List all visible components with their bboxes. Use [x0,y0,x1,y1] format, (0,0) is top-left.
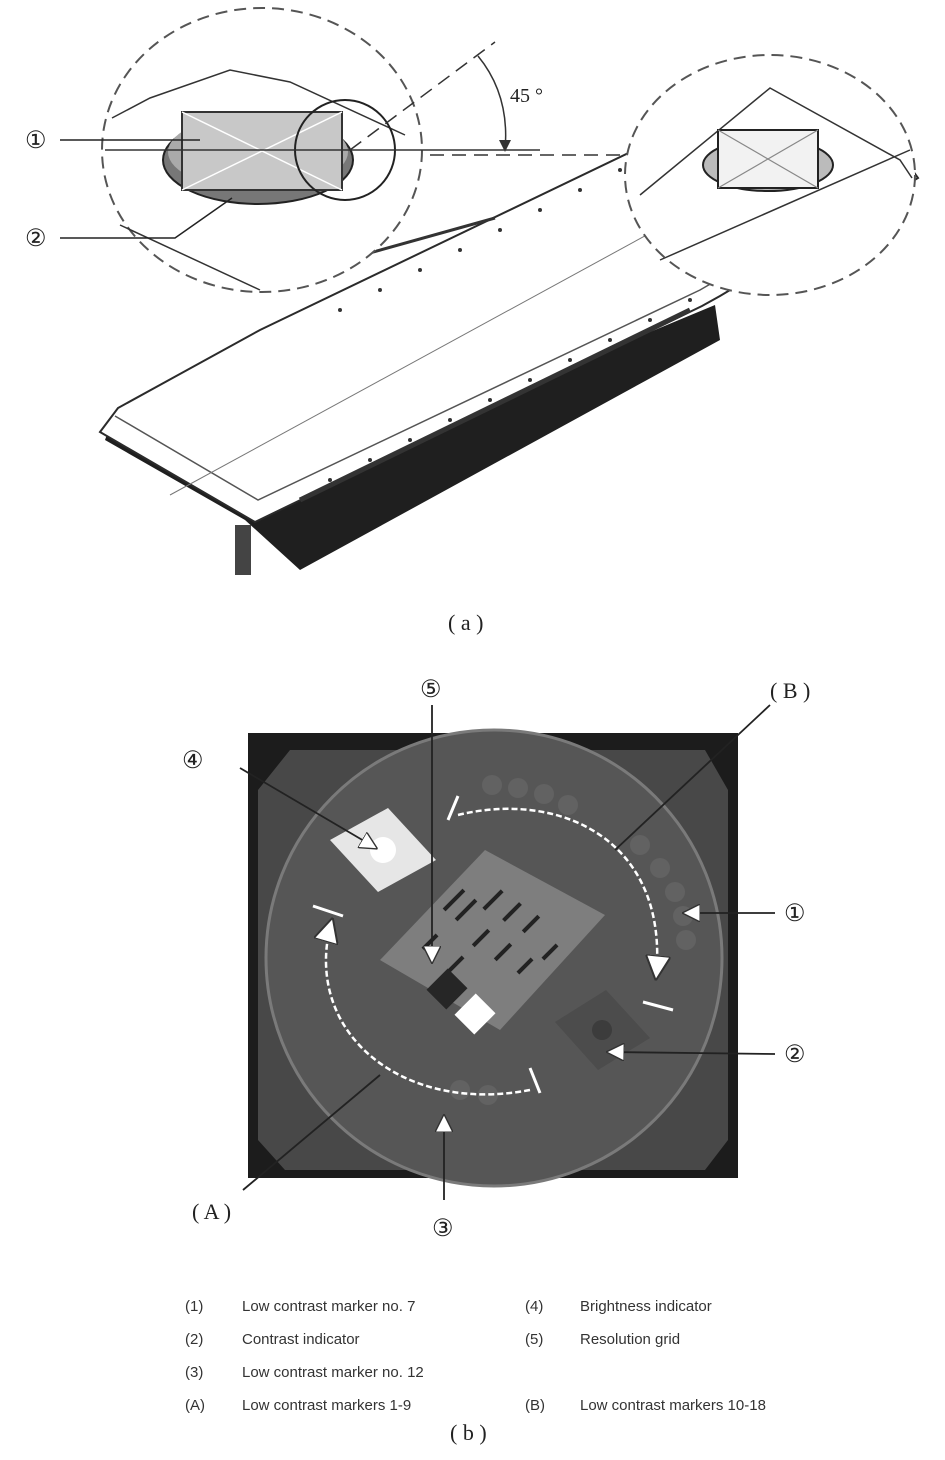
zoom-right-plate-edge [639,87,913,261]
mount-post [235,525,251,575]
legend-key: (3) [185,1364,204,1381]
callout-4-label: ④ [182,748,204,774]
arc-markers-10-18 [457,807,657,978]
legend-text: Contrast indicator [242,1331,360,1348]
figure-a-drawing: ① ② 45 ° [25,7,920,575]
leader-2 [608,1052,776,1054]
legend-key: (2) [185,1331,204,1348]
resolution-dark-square [426,968,468,1010]
cube-right-diag-2 [717,129,819,189]
caption-b: ( b ) [450,1420,487,1445]
legend-key: (B) [525,1397,545,1414]
legend-text: Low contrast markers 1-9 [242,1397,412,1414]
brightness-indicator-dot [370,837,396,863]
leader-B [614,704,771,851]
callout-5-label: ⑤ [420,677,442,703]
arc-b-end-tick [642,1000,674,1012]
legend-row: (A) Low contrast markers 1-9 (B) Low con… [185,1397,825,1430]
contrast-indicator-dot [592,1020,612,1040]
legend-text: Brightness indicator [580,1298,712,1315]
callout-3-label: ③ [432,1216,454,1242]
figure-b-drawing: ⑤ ( B ) ④ ① ② ( A ) ③ [182,677,810,1242]
arc-markers-1-9 [326,920,531,1096]
callout-1-label: ① [784,901,806,927]
cube-diag-2 [181,111,343,191]
angle-label: 45 ° [510,85,543,107]
legend-row: (2) Contrast indicator (5) Resolution gr… [185,1331,825,1364]
callout-2-label: ② [784,1042,806,1068]
legend-key: (A) [185,1397,205,1414]
low-contrast-markers [450,775,696,1105]
legend-text: Low contrast marker no. 7 [242,1298,416,1315]
legend-row: (1) Low contrast marker no. 7 (4) Bright… [185,1298,825,1331]
angle-dashed-line-1 [349,41,496,151]
legend-text: Resolution grid [580,1331,681,1348]
arc-a-end-tick [528,1067,542,1094]
callout-1-label-a: ① [25,128,47,154]
table-rail [298,307,692,503]
angle-arrowhead [499,140,511,152]
callout-2-label-a: ② [25,226,47,252]
callout-B-label: ( B ) [770,678,810,703]
alignment-line [169,194,721,496]
legend-key: (1) [185,1298,204,1315]
arc-a-start-tick [312,904,344,918]
legend-key: (5) [525,1331,544,1348]
leader-4 [239,767,376,848]
legend-text: Low contrast markers 10-18 [580,1397,766,1414]
legend-row: (3) Low contrast marker no. 12 [185,1364,825,1397]
legend-key: (4) [525,1298,544,1315]
legend-text: Low contrast marker no. 12 [242,1364,424,1381]
resolution-white-square [454,993,496,1035]
legend: (1) Low contrast marker no. 7 (4) Bright… [185,1298,825,1430]
arc-b-start-tick [446,795,460,821]
callout-2-leader [60,197,233,239]
leader-A [242,1074,381,1191]
zoom-left-plate-edge [111,69,406,291]
caption-a: ( a ) [448,610,484,635]
angle-arc [477,55,507,151]
callout-A-label: ( A ) [192,1199,231,1224]
